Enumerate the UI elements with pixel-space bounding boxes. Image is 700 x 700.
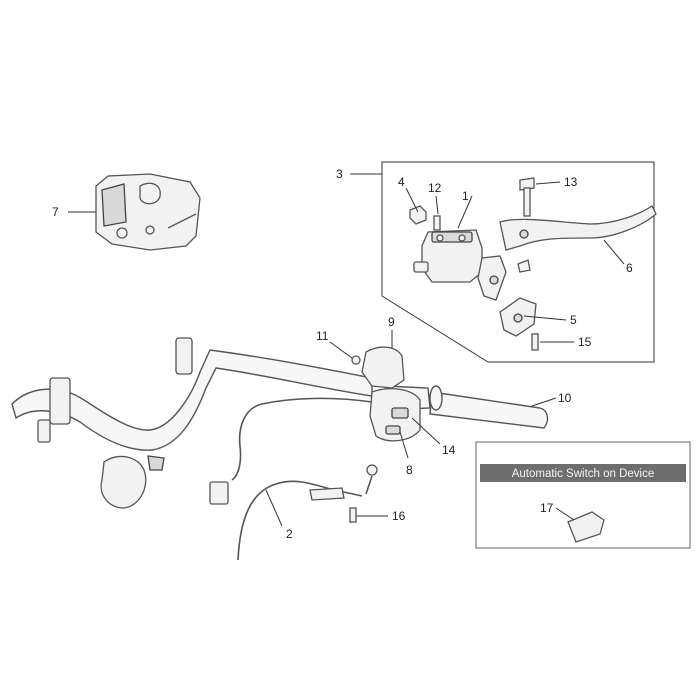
callout-9: 9 bbox=[388, 315, 395, 329]
wiring-harness bbox=[209, 397, 378, 561]
callout-7: 7 bbox=[52, 205, 59, 219]
callout-14: 14 bbox=[442, 443, 456, 457]
brake-lever bbox=[499, 205, 657, 273]
callout-10: 10 bbox=[558, 391, 572, 405]
callout-17: 17 bbox=[540, 501, 554, 515]
callout-15: 15 bbox=[578, 335, 592, 349]
group-box-3 bbox=[381, 161, 655, 363]
master-cylinder bbox=[413, 229, 507, 301]
callout-12: 12 bbox=[428, 181, 442, 195]
callout-11: 11 bbox=[316, 329, 329, 343]
callout-5: 5 bbox=[570, 313, 577, 327]
reservoir-assembly bbox=[95, 173, 201, 251]
callout-labels: 1 2 3 4 5 6 7 8 9 10 11 12 13 14 15 16 1… bbox=[52, 167, 633, 541]
switch-housing bbox=[351, 346, 421, 442]
clamp-half bbox=[499, 297, 537, 337]
fasteners-top bbox=[409, 177, 539, 351]
callout-13: 13 bbox=[564, 175, 578, 189]
inset-header bbox=[480, 464, 686, 482]
callout-6: 6 bbox=[626, 261, 633, 275]
callout-8: 8 bbox=[406, 463, 413, 477]
leader-lines bbox=[68, 173, 625, 527]
inset-title: Automatic Switch on Device bbox=[512, 468, 655, 480]
callout-3: 3 bbox=[336, 167, 343, 181]
callout-4: 4 bbox=[398, 175, 405, 189]
callout-16: 16 bbox=[392, 509, 406, 523]
callout-1: 1 bbox=[462, 189, 469, 203]
switch-device bbox=[567, 511, 605, 543]
inset-panel: Automatic Switch on Device bbox=[475, 441, 691, 549]
callout-2: 2 bbox=[286, 527, 293, 541]
